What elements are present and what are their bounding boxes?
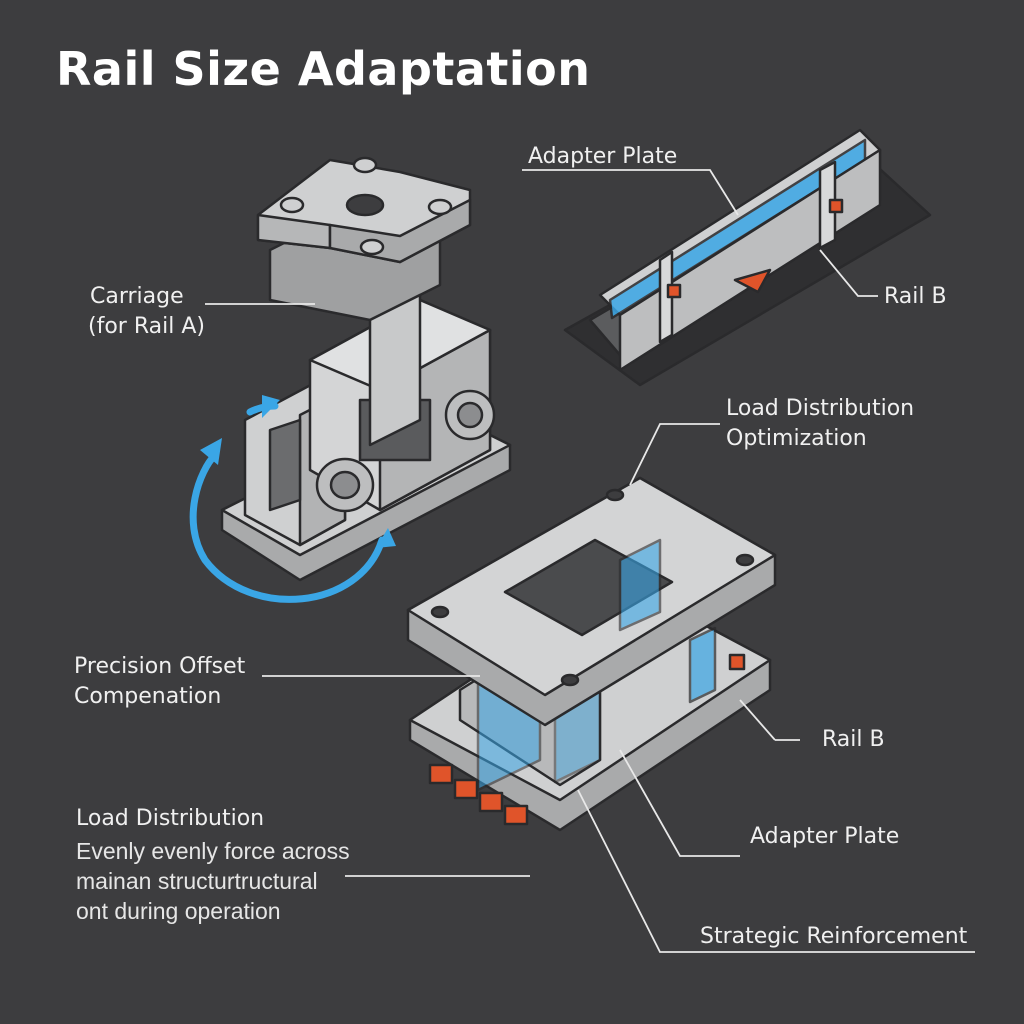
label-carriage-line1: Carriage bbox=[90, 284, 184, 309]
label-load-distribution-optimization: Load Distribution Optimization bbox=[726, 394, 914, 454]
page-title: Rail Size Adaptation bbox=[56, 42, 591, 96]
label-rail-b-bottom: Rail B bbox=[822, 727, 885, 752]
label-carriage: Carriage (for Rail A) bbox=[88, 282, 205, 342]
label-load-dist-line1: Evenly evenly force across bbox=[76, 838, 350, 864]
label-precision-line1: Precision Offset bbox=[74, 654, 246, 679]
label-load-distribution-heading: Load Distribution bbox=[76, 806, 265, 831]
rail-b-top bbox=[563, 128, 932, 387]
leader-lines bbox=[205, 169, 975, 953]
label-rail-b-top: Rail B bbox=[884, 284, 947, 309]
label-load-dist-line3: ont during operation bbox=[76, 898, 281, 924]
label-carriage-line2: (for Rail A) bbox=[88, 314, 205, 339]
label-adapter-plate-top: Adapter Plate bbox=[528, 144, 678, 169]
arrow-head-icon bbox=[200, 438, 222, 465]
label-load-opt-line2: Optimization bbox=[726, 426, 867, 451]
label-precision-offset: Precision Offset Compenation bbox=[74, 652, 245, 712]
label-adapter-plate-bottom: Adapter Plate bbox=[750, 824, 900, 849]
carriage-top-plate bbox=[256, 156, 472, 322]
arrow-head-icon bbox=[376, 528, 396, 548]
arrow-head-icon bbox=[262, 395, 280, 418]
label-load-opt-line1: Load Distribution bbox=[726, 396, 915, 421]
label-load-dist-line2: mainan structurtructural bbox=[76, 868, 318, 894]
carriage-block bbox=[220, 293, 512, 582]
adapter-assembly bbox=[406, 476, 777, 832]
label-load-distribution-description: Evenly evenly force across mainan struct… bbox=[76, 836, 350, 926]
label-precision-line2: Compenation bbox=[74, 684, 222, 709]
label-strategic-reinforcement: Strategic Reinforcement bbox=[700, 924, 968, 949]
